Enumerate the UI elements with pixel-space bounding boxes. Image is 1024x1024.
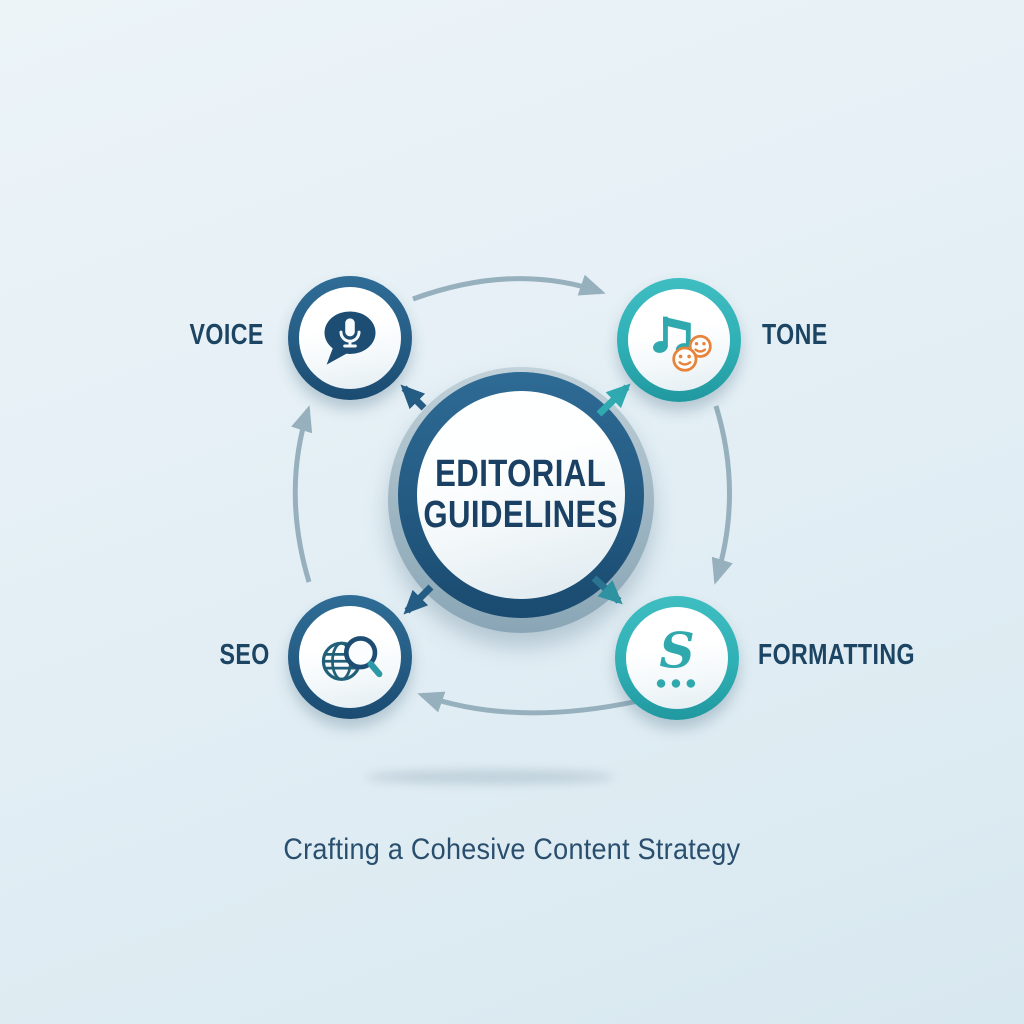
center-node-ring: EDITORIAL GUIDELINES bbox=[398, 372, 644, 618]
magnifier bbox=[343, 636, 383, 678]
arc-seo-to-voice bbox=[291, 405, 313, 583]
caption: Crafting a Cohesive Content Strategy bbox=[0, 833, 1024, 867]
smiley-face-back bbox=[688, 334, 712, 358]
center-node-halo: EDITORIAL GUIDELINES bbox=[388, 367, 654, 633]
speech-bubble-mic-icon bbox=[324, 311, 376, 365]
arc-tone-to-formatting bbox=[711, 405, 733, 585]
node-tone bbox=[617, 278, 741, 402]
node-voice-inner bbox=[299, 287, 401, 389]
arrow-center-to-voice bbox=[400, 384, 427, 411]
label-tone-text: TONE bbox=[762, 319, 828, 351]
ground-shadow bbox=[365, 770, 615, 784]
label-seo-text: SEO bbox=[219, 639, 270, 671]
node-formatting-inner: S bbox=[626, 607, 728, 709]
node-voice bbox=[288, 276, 412, 400]
magnifier-lens bbox=[343, 636, 378, 670]
caption-text: Crafting a Cohesive Content Strategy bbox=[283, 833, 741, 866]
stylized-s-glyph: S bbox=[659, 624, 694, 680]
label-formatting-text: FORMATTING bbox=[758, 639, 915, 671]
speech-bubble-tail bbox=[326, 347, 348, 365]
label-voice: VOICE bbox=[118, 318, 264, 352]
globe-magnifier-icon bbox=[321, 636, 383, 681]
label-seo: SEO bbox=[124, 638, 270, 672]
center-title-line1: EDITORIAL bbox=[435, 453, 607, 495]
label-voice-text: VOICE bbox=[189, 319, 264, 351]
stylized-s-ellipsis-icon: S bbox=[656, 624, 696, 688]
ellipsis-dots bbox=[656, 679, 696, 688]
music-note-smiley-faces-icon bbox=[653, 316, 712, 372]
arc-formatting-to-seo bbox=[417, 691, 644, 716]
magnifier-handle bbox=[367, 660, 383, 678]
smiley-face-front bbox=[672, 346, 698, 372]
node-formatting: S bbox=[615, 596, 739, 720]
center-node: EDITORIAL GUIDELINES bbox=[417, 391, 625, 599]
node-tone-inner bbox=[628, 289, 730, 391]
node-seo-inner bbox=[299, 606, 401, 708]
arc-voice-to-tone bbox=[412, 274, 606, 302]
label-formatting: FORMATTING bbox=[758, 638, 978, 672]
microphone-capsule bbox=[345, 318, 355, 337]
center-title: EDITORIAL GUIDELINES bbox=[424, 454, 619, 536]
node-seo bbox=[288, 595, 412, 719]
label-tone: TONE bbox=[762, 318, 922, 352]
center-title-line2: GUIDELINES bbox=[423, 494, 619, 536]
